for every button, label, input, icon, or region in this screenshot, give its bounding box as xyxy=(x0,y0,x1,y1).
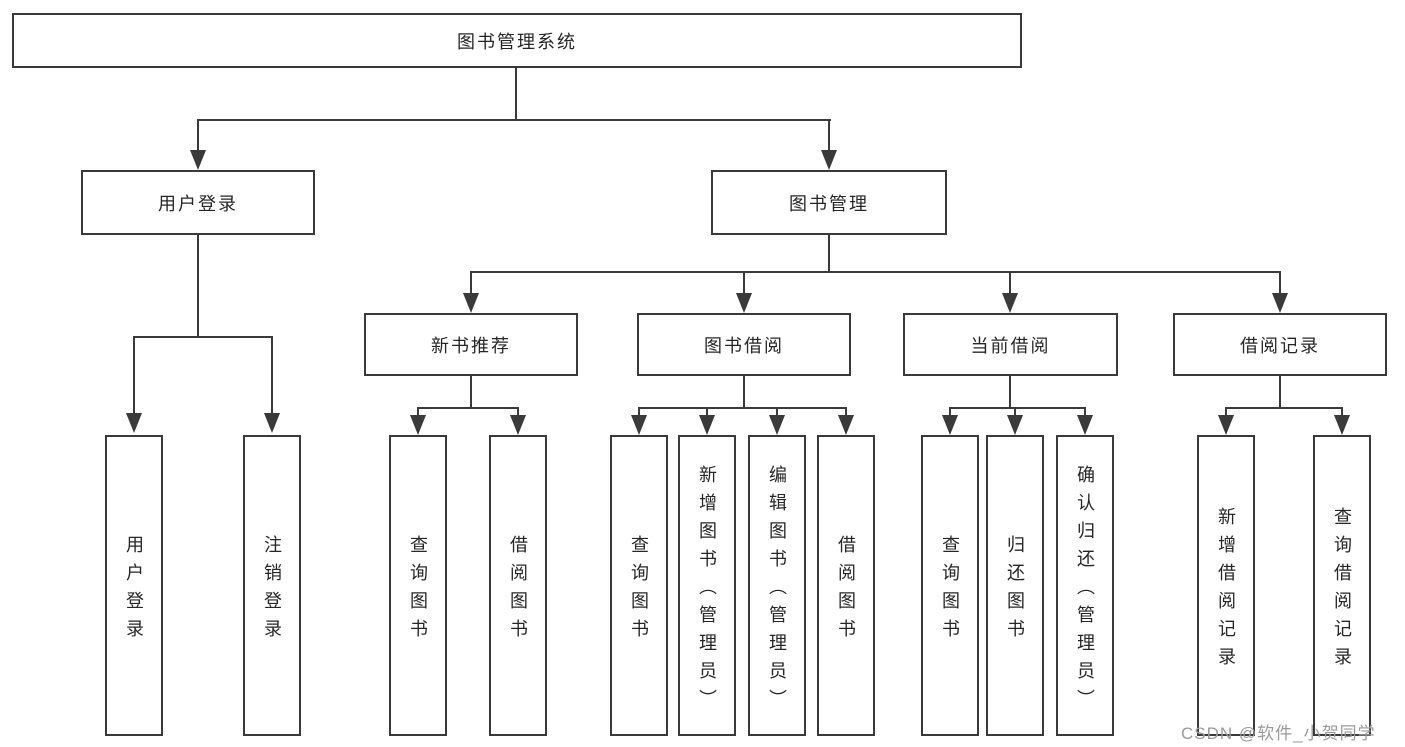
arrowhead-nb-query xyxy=(410,415,426,435)
leaf-br-add-record: 新增借阅记录 xyxy=(1197,435,1255,736)
connector-drop-book-borrowing xyxy=(743,271,745,295)
connector-drop-bb-edit xyxy=(776,407,778,417)
arrowhead-leaf-logout xyxy=(264,413,280,433)
leaf-br-add-record-label: 新增借阅记录 xyxy=(1216,506,1236,675)
node-book-management: 图书管理 xyxy=(711,170,947,235)
leaf-user-login: 用户登录 xyxy=(105,435,163,736)
node-new-book-recommendation: 新书推荐 xyxy=(364,313,578,376)
leaf-logout-label: 注销登录 xyxy=(262,534,282,647)
leaf-bb-query-books-label: 查询图书 xyxy=(629,534,649,647)
connector-current-borrowing-hline xyxy=(949,407,1086,409)
leaf-bb-borrow-books-label: 借阅图书 xyxy=(836,534,856,647)
connector-drop-cb-query xyxy=(949,407,951,417)
arrowhead-cb-confirm xyxy=(1077,415,1093,435)
connector-drop-borrowing-records xyxy=(1279,271,1281,295)
leaf-bb-add-books-admin-label: 新增图书（管理员） xyxy=(697,464,717,717)
arrowhead-bb-edit xyxy=(769,415,785,435)
arrowhead-current-borrowing xyxy=(1002,293,1018,313)
connector-drop-current-borrowing xyxy=(1009,271,1011,295)
connector-root-hline xyxy=(197,119,831,121)
connector-new-book-hline xyxy=(417,407,519,409)
leaf-br-query-record: 查询借阅记录 xyxy=(1313,435,1371,736)
arrowhead-book-management xyxy=(821,150,837,170)
connector-book-borrowing-vline xyxy=(743,376,745,409)
connector-current-borrowing-vline xyxy=(1009,376,1011,409)
connector-root-vline xyxy=(515,68,517,120)
connector-user-login-hline xyxy=(133,336,273,338)
arrowhead-user-login xyxy=(190,150,206,170)
leaf-bb-borrow-books: 借阅图书 xyxy=(817,435,875,736)
connector-user-login-vline xyxy=(197,235,199,338)
connector-drop-leaf-user-login xyxy=(133,336,135,415)
leaf-nb-borrow-books: 借阅图书 xyxy=(489,435,547,736)
connector-borrowing-records-hline xyxy=(1225,407,1343,409)
connector-drop-leaf-logout xyxy=(271,336,273,415)
connector-drop-br-add xyxy=(1225,407,1227,417)
arrowhead-bb-query xyxy=(631,415,647,435)
arrowhead-borrowing-records xyxy=(1272,293,1288,313)
arrowhead-leaf-user-login xyxy=(126,413,142,433)
connector-new-book-vline xyxy=(470,376,472,409)
arrowhead-nb-borrow xyxy=(510,415,526,435)
connector-drop-br-query xyxy=(1341,407,1343,417)
leaf-bb-edit-books-admin-label: 编辑图书（管理员） xyxy=(767,464,787,717)
connector-drop-book-management xyxy=(828,119,830,153)
arrowhead-bb-borrow xyxy=(838,415,854,435)
node-borrowing-records: 借阅记录 xyxy=(1173,313,1387,376)
connector-drop-nb-query xyxy=(417,407,419,417)
connector-drop-new-book xyxy=(470,271,472,295)
connector-book-borrowing-hline xyxy=(638,407,847,409)
leaf-logout: 注销登录 xyxy=(243,435,301,736)
connector-book-management-hline xyxy=(470,271,1281,273)
leaf-bb-add-books-admin: 新增图书（管理员） xyxy=(678,435,736,736)
leaf-nb-query-books-label: 查询图书 xyxy=(408,534,428,647)
connector-borrowing-records-vline xyxy=(1279,376,1281,409)
arrowhead-cb-query xyxy=(942,415,958,435)
connector-drop-nb-borrow xyxy=(517,407,519,417)
connector-drop-cb-confirm xyxy=(1084,407,1086,417)
leaf-nb-query-books: 查询图书 xyxy=(389,435,447,736)
arrowhead-br-query xyxy=(1334,415,1350,435)
leaf-cb-confirm-return-admin: 确认归还（管理员） xyxy=(1056,435,1114,736)
node-library-management-system: 图书管理系统 xyxy=(12,13,1022,68)
csdn-watermark: CSDN @软件_小贺同学 xyxy=(1181,724,1376,743)
node-user-login: 用户登录 xyxy=(81,170,315,235)
leaf-cb-confirm-return-admin-label: 确认归还（管理员） xyxy=(1075,464,1095,717)
leaf-cb-query-books: 查询图书 xyxy=(921,435,979,736)
connector-drop-bb-borrow xyxy=(845,407,847,417)
leaf-nb-borrow-books-label: 借阅图书 xyxy=(508,534,528,647)
connector-drop-bb-add xyxy=(706,407,708,417)
arrowhead-cb-return xyxy=(1007,415,1023,435)
node-current-borrowing: 当前借阅 xyxy=(903,313,1118,376)
node-book-borrowing: 图书借阅 xyxy=(637,313,851,376)
arrowhead-bb-add xyxy=(699,415,715,435)
arrowhead-book-borrowing xyxy=(736,293,752,313)
arrowhead-br-add xyxy=(1218,415,1234,435)
connector-book-management-vline xyxy=(828,235,830,273)
leaf-bb-edit-books-admin: 编辑图书（管理员） xyxy=(748,435,806,736)
connector-drop-bb-query xyxy=(638,407,640,417)
connector-drop-user-login xyxy=(197,119,199,153)
connector-drop-cb-return xyxy=(1014,407,1016,417)
leaf-cb-return-books: 归还图书 xyxy=(986,435,1044,736)
leaf-user-login-label: 用户登录 xyxy=(124,534,144,647)
arrowhead-new-book xyxy=(463,293,479,313)
leaf-bb-query-books: 查询图书 xyxy=(610,435,668,736)
leaf-cb-return-books-label: 归还图书 xyxy=(1005,534,1025,647)
leaf-cb-query-books-label: 查询图书 xyxy=(940,534,960,647)
leaf-br-query-record-label: 查询借阅记录 xyxy=(1332,506,1352,675)
